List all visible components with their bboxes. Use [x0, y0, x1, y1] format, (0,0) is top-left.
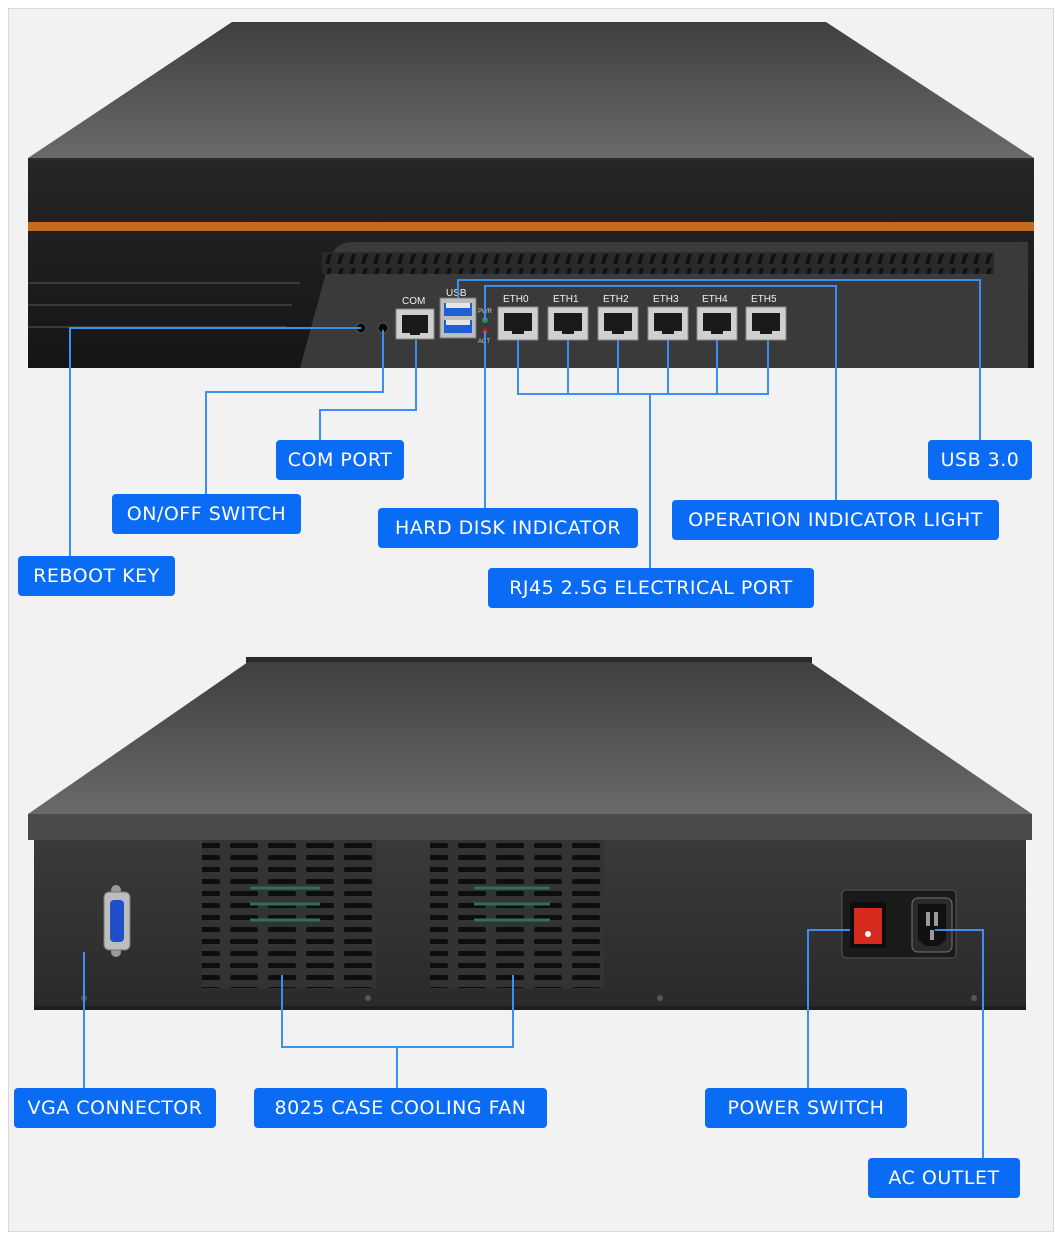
eth4-label: ETH4	[702, 294, 728, 305]
front-chassis-top	[28, 22, 1034, 158]
eth2-label: ETH2	[603, 294, 629, 305]
usb-callout: USB 3.0	[928, 440, 1032, 480]
eth5-port	[745, 306, 787, 341]
ac-outlet-callout: AC OUTLET	[868, 1158, 1020, 1198]
on-off-switch-callout: ON/OFF SWITCH	[112, 494, 301, 534]
vga-connector	[103, 885, 131, 957]
rj45-callout: RJ45 2.5G ELECTRICAL PORT	[488, 568, 814, 608]
vga-callout: VGA CONNECTOR	[14, 1088, 216, 1128]
com-port	[395, 308, 435, 340]
eth3-port	[647, 306, 689, 341]
front-leader-lines	[69, 279, 981, 568]
power-module	[841, 889, 957, 959]
eth0-port	[497, 306, 539, 341]
front-vent	[322, 252, 994, 274]
com-port-label: COM	[402, 296, 425, 307]
eth3-label: ETH3	[653, 294, 679, 305]
operation-indicator-callout: OPERATION INDICATOR LIGHT	[672, 500, 999, 540]
fan-vent-left	[202, 840, 376, 988]
eth1-label: ETH1	[553, 294, 579, 305]
hard-disk-indicator-callout: HARD DISK INDICATOR	[378, 508, 638, 548]
usb-ports	[439, 297, 477, 339]
fan-vent-right	[430, 840, 604, 988]
rear-leader-lines	[83, 929, 984, 1158]
accent-stripe	[28, 222, 1034, 231]
reboot-key-callout: REBOOT KEY	[18, 556, 175, 596]
com-port-callout: COM PORT	[276, 440, 404, 480]
eth5-label: ETH5	[751, 294, 777, 305]
front-chassis	[28, 22, 1034, 368]
rear-chassis-top	[28, 662, 1032, 814]
eth0-label: ETH0	[503, 294, 529, 305]
eth1-port	[547, 306, 589, 341]
rocker-switch[interactable]	[854, 908, 882, 944]
power-switch-callout: POWER SWITCH	[705, 1088, 907, 1128]
fan-callout: 8025 CASE COOLING FAN	[254, 1088, 547, 1128]
eth4-port	[696, 306, 738, 341]
eth2-port	[597, 306, 639, 341]
usb-port-label: USB	[446, 288, 467, 299]
